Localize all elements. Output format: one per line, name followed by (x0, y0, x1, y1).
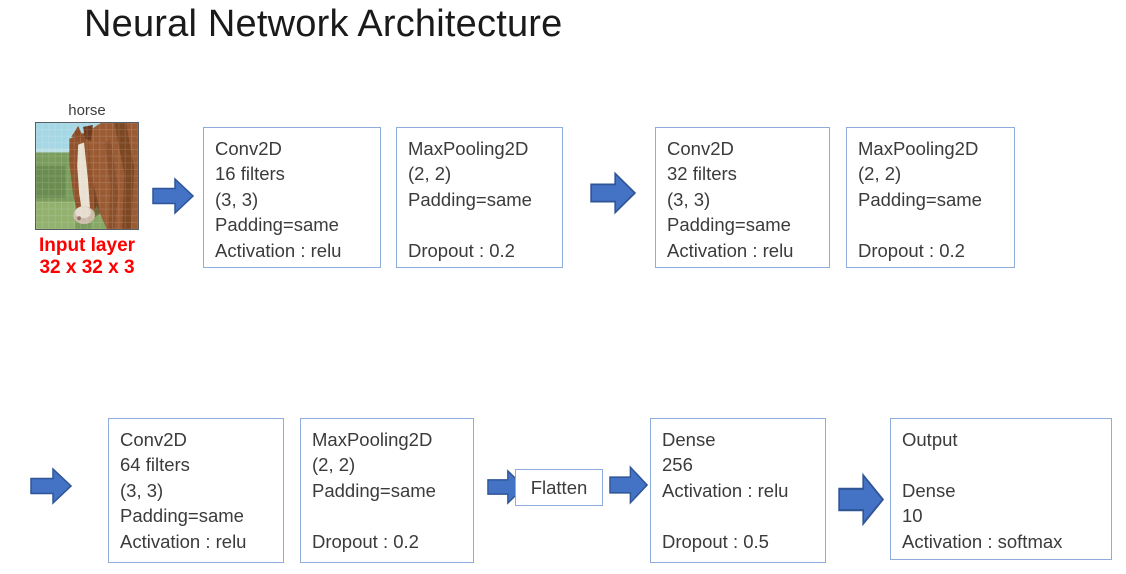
arrow-right-icon (30, 466, 72, 506)
box-line: Activation : relu (667, 239, 794, 261)
box-line: Padding=same (215, 214, 339, 236)
box-line (312, 503, 469, 528)
horse-image (35, 122, 139, 230)
box-line (858, 212, 1010, 237)
box-line: 64 filters (120, 454, 190, 476)
arrow-right-icon (609, 464, 648, 506)
box-line (902, 452, 1107, 477)
box-line: 10 (902, 505, 923, 527)
box-line (662, 503, 821, 528)
box-line: Dropout : 0.5 (662, 530, 769, 552)
input-layer-caption: Input layer 32 x 32 x 3 (18, 235, 156, 279)
box-line: Dropout : 0.2 (408, 239, 515, 261)
box-line: Conv2D (215, 138, 282, 159)
arrow-right-icon (838, 471, 884, 528)
box-line: 16 filters (215, 163, 285, 185)
box-line: Padding=same (408, 188, 532, 210)
box-line: Padding=same (312, 479, 436, 501)
box-line: 32 filters (667, 163, 737, 185)
box-line: Dense (662, 429, 716, 450)
box-line: (3, 3) (215, 188, 259, 210)
box-line: Conv2D (667, 138, 734, 159)
box-line: (3, 3) (667, 188, 711, 210)
box-line: 256 (662, 454, 693, 476)
box-line: Activation : relu (215, 239, 342, 261)
page-title: Neural Network Architecture (84, 3, 563, 45)
box-line: Padding=same (667, 214, 791, 236)
box-line: Conv2D (120, 429, 187, 450)
arrow-right-icon (152, 176, 194, 216)
box-line: (2, 2) (858, 163, 902, 185)
box-line: Output (902, 429, 958, 450)
box-line: Activation : relu (120, 530, 247, 552)
box-line: Activation : softmax (902, 530, 1063, 552)
box-line: MaxPooling2D (858, 138, 979, 159)
arrow-right-icon (590, 170, 636, 216)
box-line: Padding=same (120, 505, 244, 527)
box-line: Activation : relu (662, 479, 789, 501)
box-line: MaxPooling2D (312, 429, 433, 450)
box-line: Dense (902, 479, 956, 501)
maxpooling2d-3-box: MaxPooling2D (2, 2) Padding=same Dropout :… (300, 418, 474, 563)
maxpooling2d-1-box: MaxPooling2D (2, 2) Padding=same Dropout :… (396, 127, 563, 268)
box-line: (2, 2) (312, 454, 356, 476)
box-line: (3, 3) (120, 479, 164, 501)
horse-image-label: horse (68, 102, 106, 119)
box-line: Padding=same (858, 188, 982, 210)
maxpooling2d-2-box: MaxPooling2D (2, 2) Padding=same Dropout :… (846, 127, 1015, 268)
input-layer-caption-line: Input layer (38, 235, 136, 256)
box-line: MaxPooling2D (408, 138, 529, 159)
box-line: (2, 2) (408, 163, 452, 185)
box-line (408, 212, 558, 237)
flatten-box: Flatten (515, 469, 603, 506)
box-line: Dropout : 0.2 (312, 530, 419, 552)
input-shape-caption-line: 32 x 32 x 3 (39, 257, 135, 278)
box-line: Dropout : 0.2 (858, 239, 965, 261)
